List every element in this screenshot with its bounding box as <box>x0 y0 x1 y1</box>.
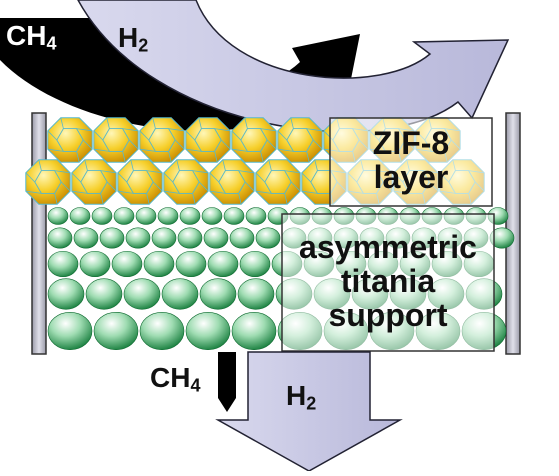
zif8-crystal <box>209 159 255 205</box>
support-sphere <box>231 311 277 350</box>
support-label-box <box>281 213 495 352</box>
support-sphere <box>203 227 229 249</box>
zif8-label-line1: ZIF-8 <box>372 125 450 161</box>
h2-curved-arrow <box>77 0 510 133</box>
zif8-layer-label: ZIF-8 layer <box>330 126 492 194</box>
support-layer-label: asymmetric titania support <box>282 230 494 332</box>
zif8-crystal <box>25 159 71 205</box>
support-sphere <box>73 227 99 249</box>
support-sphere <box>113 207 135 225</box>
ch4-top-label: CH4 <box>6 22 56 53</box>
support-sphere <box>143 250 175 278</box>
support-sphere <box>229 227 255 249</box>
zif8-crystal <box>93 117 139 163</box>
support-sphere <box>47 278 85 310</box>
support-sphere <box>175 250 207 278</box>
zif8-label-line2: layer <box>373 159 449 195</box>
support-sphere <box>47 250 79 278</box>
zif8-crystal <box>117 159 163 205</box>
h2-top-label: H2 <box>118 24 148 55</box>
ch4-bottom-sub: 4 <box>190 375 201 396</box>
support-sphere <box>207 250 239 278</box>
left-frame-post <box>31 112 47 355</box>
zif8-crystal <box>71 159 117 205</box>
support-sphere <box>123 278 161 310</box>
support-sphere <box>255 227 281 249</box>
h2-bottom-label: H2 <box>286 382 316 413</box>
zif8-crystal <box>185 117 231 163</box>
ch4-bottom-label: CH4 <box>150 364 200 395</box>
support-sphere <box>237 278 275 310</box>
h2-top-sub: 2 <box>138 35 149 56</box>
support-sphere <box>223 207 245 225</box>
support-sphere <box>99 227 125 249</box>
support-sphere <box>185 311 231 350</box>
zif8-crystal <box>277 117 323 163</box>
support-sphere <box>47 311 93 350</box>
support-sphere <box>47 227 73 249</box>
support-sphere <box>151 227 177 249</box>
support-sphere <box>47 207 69 225</box>
support-sphere <box>93 311 139 350</box>
support-label-line1: asymmetric <box>299 229 477 265</box>
support-sphere <box>69 207 91 225</box>
zif8-crystal <box>139 117 185 163</box>
support-sphere <box>245 207 267 225</box>
zif8-crystal <box>255 159 301 205</box>
support-sphere <box>111 250 143 278</box>
zif8-label-box <box>329 117 493 207</box>
support-sphere <box>125 227 151 249</box>
support-sphere <box>177 227 203 249</box>
support-sphere <box>199 278 237 310</box>
zif8-crystal <box>47 117 93 163</box>
h2-top-base: H <box>118 22 139 53</box>
support-sphere <box>91 207 113 225</box>
support-sphere <box>201 207 223 225</box>
support-sphere <box>139 311 185 350</box>
support-sphere <box>157 207 179 225</box>
zif8-crystal <box>231 117 277 163</box>
h2-permeate-arrow <box>215 351 403 472</box>
h2-bottom-sub: 2 <box>306 393 317 414</box>
ch4-top-base: CH <box>6 20 47 51</box>
ch4-bottom-base: CH <box>150 362 191 393</box>
support-sphere <box>161 278 199 310</box>
ch4-permeate-arrow <box>218 352 236 412</box>
support-sphere <box>179 207 201 225</box>
zif8-crystal <box>163 159 209 205</box>
support-sphere <box>135 207 157 225</box>
support-sphere <box>85 278 123 310</box>
h2-bottom-base: H <box>286 380 307 411</box>
support-sphere <box>79 250 111 278</box>
support-label-line3: support <box>328 297 448 333</box>
support-sphere <box>239 250 271 278</box>
ch4-top-sub: 4 <box>46 33 57 54</box>
support-label-line2: titania <box>340 263 436 299</box>
